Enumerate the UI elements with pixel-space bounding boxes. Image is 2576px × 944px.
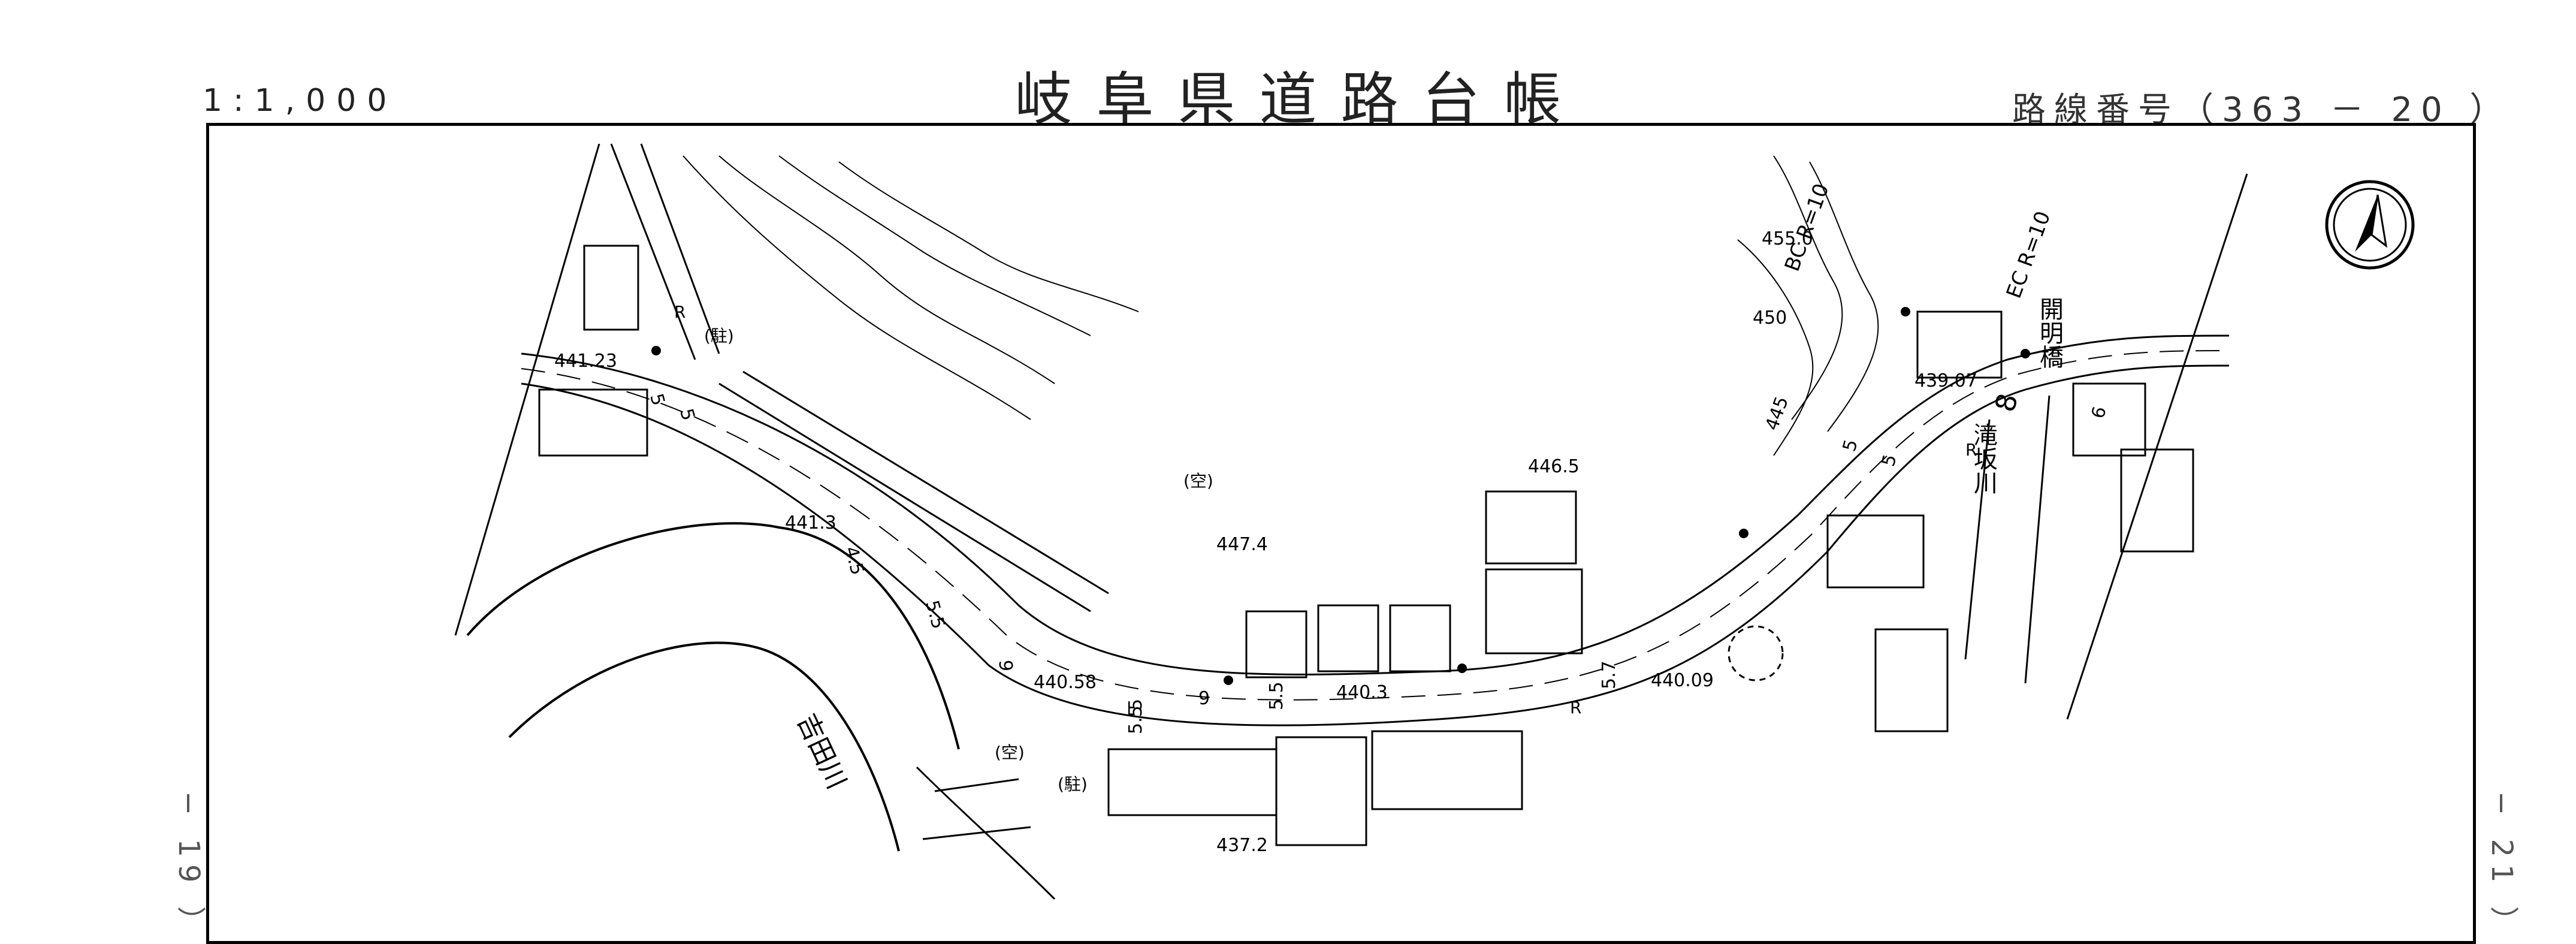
elevation-label: 440.58 xyxy=(1034,672,1097,693)
side-road-north-east xyxy=(718,370,1109,613)
building xyxy=(1107,748,1278,816)
bridge-label: 開明橋 xyxy=(2036,297,2063,369)
parking-label: (駐) xyxy=(704,326,734,346)
road-centerline xyxy=(521,350,2230,701)
contour-5 xyxy=(1773,155,1843,420)
radius-label: R xyxy=(1570,698,1581,717)
building xyxy=(583,245,639,331)
building xyxy=(1874,628,1949,732)
river-bank-1 xyxy=(466,522,960,750)
width-label: 5.5 xyxy=(1125,705,1146,734)
contour-4 xyxy=(838,161,1139,312)
width-label: 6 xyxy=(2088,405,2111,421)
elevation-label: 441.23 xyxy=(554,351,617,372)
river-right-bank-1 xyxy=(1964,419,1991,660)
building xyxy=(538,388,648,457)
river-right-bank-2 xyxy=(2024,395,2050,684)
road-edge-north xyxy=(521,334,2230,675)
width-label: 5.5 xyxy=(921,598,949,631)
bridge-left xyxy=(922,778,1031,840)
adjacent-sheet-right: − 21 ） xyxy=(2485,791,2518,942)
north-arrow-icon xyxy=(2325,180,2415,270)
contour-3 xyxy=(778,155,1091,336)
elevation-label: 440.3 xyxy=(1336,682,1388,703)
width-label: 9 xyxy=(1198,688,1210,709)
side-road-north xyxy=(610,143,720,360)
building xyxy=(1485,568,1583,655)
adjacent-sheet-left: − 19 ） xyxy=(172,791,206,942)
elevation-label: 441.3 xyxy=(785,512,836,533)
radius-label: R xyxy=(674,302,685,322)
building xyxy=(2120,448,2194,553)
curve-start-label: BC R=10 xyxy=(1780,180,1834,275)
page-title: 岐阜県道路台帳 xyxy=(1014,66,1586,133)
elevation-label: 446.5 xyxy=(1528,456,1580,477)
circle-feature xyxy=(1728,625,1784,681)
width-label: 5 xyxy=(1125,699,1146,710)
building xyxy=(1826,514,1925,589)
building xyxy=(1275,736,1367,846)
elevation-label: 455.0 xyxy=(1762,228,1813,249)
elevation-label: 450 xyxy=(1753,307,1787,328)
contour-2 xyxy=(718,155,1055,384)
width-label: 5 xyxy=(1839,438,1862,454)
width-label: 5.7 xyxy=(1599,661,1620,689)
contour-6 xyxy=(1809,161,1879,432)
building xyxy=(1389,604,1451,672)
width-label: 5 xyxy=(675,406,699,423)
vacant-label: (空) xyxy=(995,743,1025,762)
width-label: 8 xyxy=(1988,390,2024,415)
building xyxy=(1245,610,1307,678)
elevation-label: 445 xyxy=(1762,394,1793,433)
elevation-label: 440.09 xyxy=(1651,670,1714,691)
building xyxy=(1485,490,1577,565)
elevation-label: 439.07 xyxy=(1914,370,1977,391)
parking-label: (駐) xyxy=(1058,774,1088,794)
building xyxy=(1371,730,1523,810)
width-label: 5.5 xyxy=(1266,681,1287,710)
map-boundary-right xyxy=(2066,173,2248,720)
road-edge-south xyxy=(521,364,2230,726)
width-label: 6 xyxy=(996,660,1017,671)
width-label: 5 xyxy=(1878,453,1901,469)
map-boundary-left xyxy=(454,143,600,636)
contour-7 xyxy=(1737,239,1814,456)
vacant-label: (空) xyxy=(1183,471,1213,491)
building xyxy=(1317,604,1379,672)
elevation-label: 437.2 xyxy=(1216,835,1268,856)
building xyxy=(2072,382,2146,457)
elevation-label: 447.4 xyxy=(1216,534,1268,555)
radius-label: R xyxy=(1965,440,1977,460)
map-scale: 1:1,000 xyxy=(203,83,398,119)
river-label-left: 吉田川 xyxy=(791,709,852,794)
contour-1 xyxy=(682,155,1031,420)
width-label: 4.5 xyxy=(840,544,868,577)
river-label-right: 滝坂川 xyxy=(1970,423,1997,494)
river-bank-3 xyxy=(916,766,1056,900)
river-bank-2 xyxy=(508,641,900,852)
curve-end-label: EC R=10 xyxy=(2002,208,2055,301)
building xyxy=(1916,310,2003,379)
